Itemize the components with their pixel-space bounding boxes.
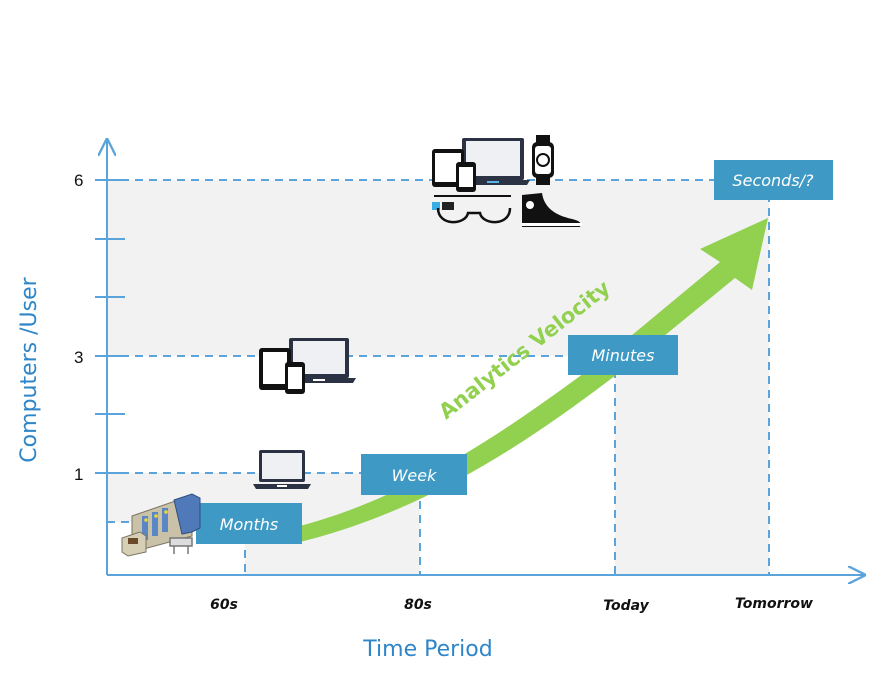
velocity-arrow — [296, 218, 768, 542]
y-tick-label-1: 1 — [74, 465, 83, 484]
y-tick-label-3: 3 — [74, 348, 83, 367]
laptop-tablet-phone-icon — [259, 338, 356, 394]
laptop-icon — [253, 450, 311, 489]
label-minutes: Minutes — [568, 335, 678, 375]
y-ticks — [95, 179, 125, 474]
x-label-tomorrow: Tomorrow — [735, 596, 813, 612]
svg-text:Minutes: Minutes — [592, 346, 655, 365]
x-label-today: Today — [603, 598, 649, 614]
svg-text:Week: Week — [392, 466, 438, 485]
label-week: Week — [361, 454, 467, 495]
shade-column-tomorrow — [615, 356, 769, 575]
label-months: Months — [196, 503, 302, 544]
y-axis-title: Computers /User — [17, 276, 42, 462]
mainframe-icon — [121, 493, 201, 557]
svg-text:Months: Months — [220, 515, 278, 534]
x-label-60s: 60s — [210, 597, 238, 613]
y-tick-label-6: 6 — [74, 171, 83, 190]
svg-text:Seconds/?: Seconds/? — [732, 171, 814, 190]
future-devices-icon — [432, 135, 582, 227]
x-label-80s: 80s — [404, 597, 432, 613]
x-axis-title: Time Period — [362, 637, 492, 662]
label-seconds: Seconds/? — [714, 160, 833, 200]
